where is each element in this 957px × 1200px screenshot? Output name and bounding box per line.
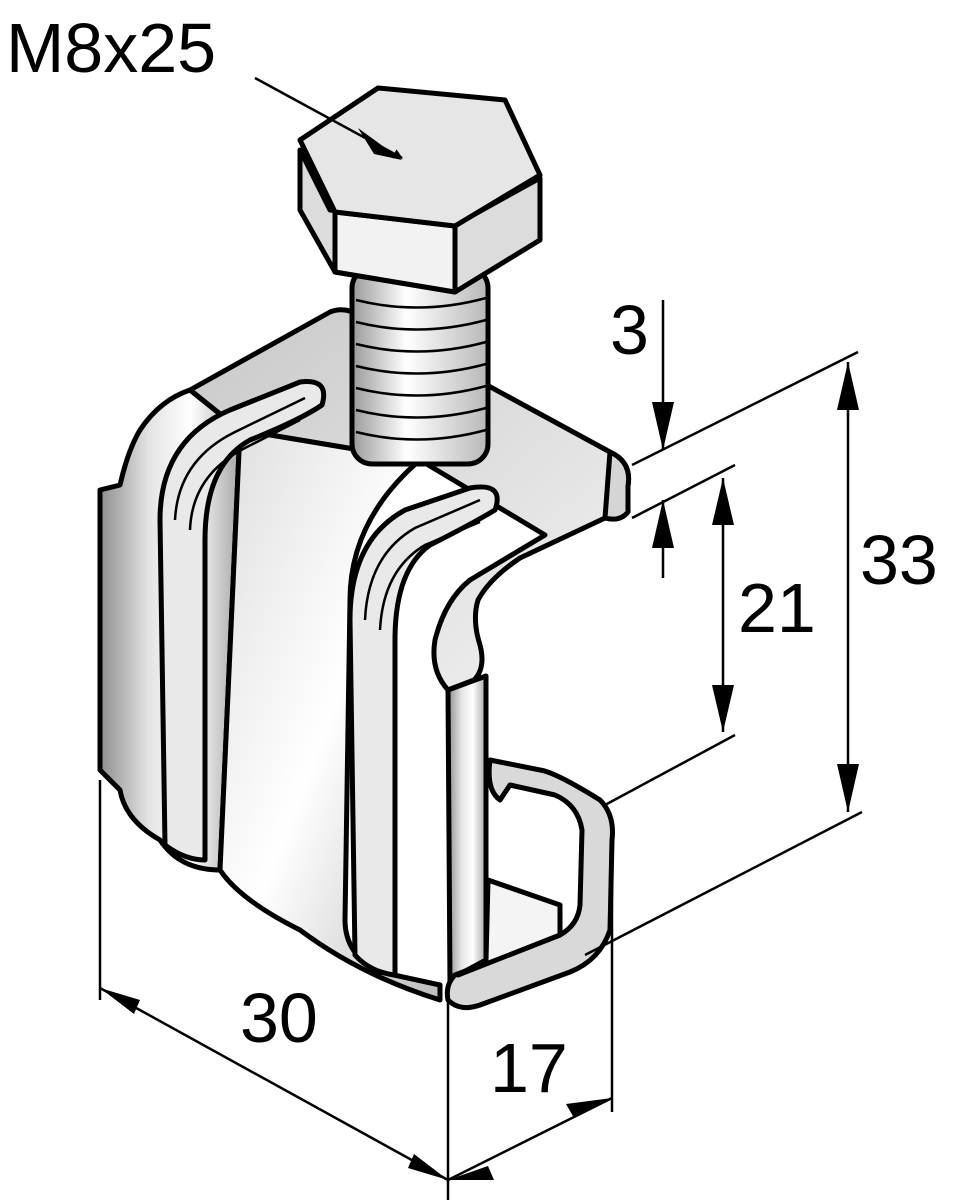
bolt-size-label: M8x25 <box>6 9 216 87</box>
right-ribs <box>347 484 500 978</box>
opening-height-label: 21 <box>738 569 816 647</box>
width-label: 30 <box>240 979 318 1057</box>
depth-label: 17 <box>490 1029 568 1107</box>
front-flange <box>445 673 489 990</box>
inner-channel-floor <box>455 877 563 978</box>
bolt <box>297 85 543 467</box>
bolt-head-top <box>297 85 543 229</box>
left-ribs <box>157 378 327 863</box>
total-height-label: 33 <box>860 521 938 599</box>
clamp-body <box>97 307 632 1011</box>
bolt-threads <box>355 296 487 441</box>
dimension-lines <box>98 76 863 1200</box>
front-face <box>217 427 443 1003</box>
thickness-label: 3 <box>610 291 649 369</box>
lip-edge <box>602 449 632 522</box>
